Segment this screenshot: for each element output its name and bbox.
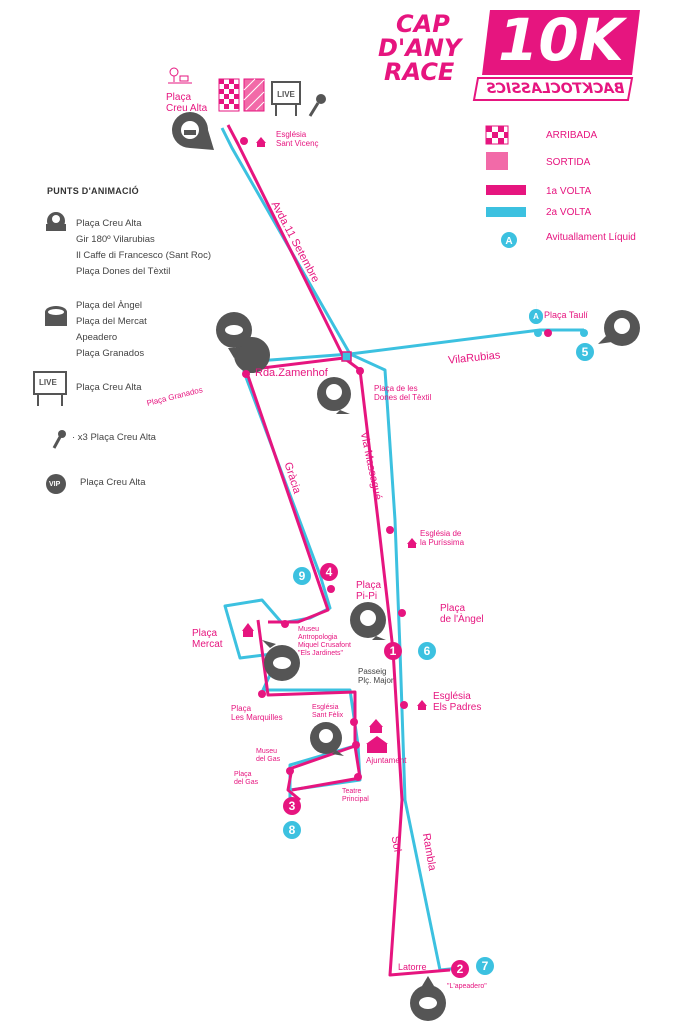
- km-marker-6: 6: [418, 642, 436, 660]
- place-museu-gas: Museu del Gas: [256, 748, 281, 763]
- km-marker-9: 9: [293, 567, 311, 585]
- animacio-dj-list: Plaça Creu Alta Gir 180º Vilarubias Il C…: [76, 216, 211, 280]
- place-sant-felix: Església Sant Fèlix: [312, 704, 344, 719]
- place-dones-textil: Plaça de les Dones del Tèxtil: [374, 384, 432, 402]
- logo-cap: CAP: [396, 10, 450, 38]
- legend-live-icon: [33, 371, 67, 406]
- turnaround-marker: [341, 351, 352, 362]
- animacio-drum-item: Plaça Granados: [76, 348, 145, 359]
- town-hall-icon: [366, 736, 388, 753]
- place-museu-antropologia: Museu Antropologia Miquel Crusafont "Els…: [298, 626, 351, 657]
- dj-pin-tauli: [598, 310, 640, 346]
- km-marker-3: 3: [283, 797, 301, 815]
- place-angel: Plaça de l'Àngel: [440, 603, 484, 625]
- dj-pin-pipi: [350, 602, 386, 640]
- logo-race: RACE: [384, 58, 455, 86]
- km-marker-4: 4: [320, 563, 338, 581]
- legend-swatches: A: [485, 125, 526, 248]
- animacio-dj-item: Plaça Dones del Tèxtil: [76, 266, 171, 277]
- km-marker-5: 5: [576, 343, 594, 361]
- place-creu-alta: Plaça Creu Alta: [166, 92, 208, 114]
- blue-points: [534, 329, 588, 337]
- logo-dany: D'ANY: [378, 34, 462, 62]
- drum-pin-apeadero: [410, 976, 446, 1021]
- place-placa-gas: Plaça del Gas: [234, 771, 259, 786]
- place-apeadero: "L'apeadero": [447, 983, 487, 990]
- animacio-drum-list: Plaça del Àngel Plaça del Mercat Apeader…: [76, 298, 147, 362]
- route-volta-2: [220, 127, 584, 972]
- legend-arribada: ARRIBADA: [546, 130, 598, 141]
- place-sant-vicenc: Església Sant Vicenç: [276, 130, 319, 148]
- place-passeig-major: Passeig Plç. Major: [358, 667, 394, 685]
- legend-sortida: SORTIDA: [546, 157, 591, 168]
- avituallament-tauli: A: [529, 300, 544, 324]
- legend-dj-icon: [46, 212, 66, 231]
- place-padres: Església Els Padres: [433, 691, 482, 713]
- place-pi-pi: Plaça Pi-Pi: [356, 580, 382, 602]
- animacio-vip: Plaça Creu Alta: [80, 477, 146, 488]
- animacio-live-badge: LIVE: [39, 378, 57, 387]
- animacio-title: PUNTS D'ANIMACIÓ: [47, 186, 139, 196]
- logo-10k: 10K: [498, 6, 624, 74]
- park-icon: [168, 67, 192, 84]
- finish-line: [218, 78, 240, 112]
- animacio-mic: · x3 Plaça Creu Alta: [72, 432, 156, 443]
- animacio-dj-item: Gir 180º Vilarubias: [76, 234, 155, 245]
- km-marker-1: 1: [384, 642, 402, 660]
- legend-mic-icon: [52, 430, 66, 449]
- legend-vip-icon: [46, 474, 66, 494]
- drum-pin-mercat: [262, 640, 300, 681]
- logo-backtoclassics: BACKTOCLASSICS: [486, 81, 625, 97]
- dj-pin-sant-felix: [310, 722, 344, 756]
- live-screen-icon: LIVE: [271, 81, 301, 116]
- animacio-live: Plaça Creu Alta: [76, 382, 142, 393]
- legend-volta1: 1a VOLTA: [546, 186, 592, 197]
- legend-drum-icon: [45, 306, 67, 326]
- drum-pin-granados: [216, 312, 270, 374]
- km-marker-7: 7: [476, 957, 494, 975]
- logo-bg: [472, 10, 640, 101]
- svg-text:A: A: [505, 236, 512, 247]
- animacio-dj-item: Il Caffe di Francesco (Sant Roc): [76, 250, 211, 261]
- place-mercat: Plaça Mercat: [192, 628, 223, 650]
- km-marker-8: 8: [283, 821, 301, 839]
- route-volta-1: [226, 124, 451, 977]
- svg-text:LIVE: LIVE: [277, 90, 295, 99]
- animacio-dj-item: Plaça Creu Alta: [76, 218, 142, 229]
- animacio-drum-item: Apeadero: [76, 332, 118, 343]
- church-icons: [242, 137, 427, 733]
- street-sol: Sol: [388, 835, 404, 853]
- animacio-vip-badge: VIP: [49, 481, 61, 488]
- animacio-drum-item: Plaça del Mercat: [76, 316, 147, 327]
- svg-text:A: A: [533, 312, 539, 321]
- legend-avituallament: Avituallament Líquid: [546, 232, 636, 243]
- dj-pin-dones: [317, 377, 351, 414]
- street-latorre: Latorre: [398, 962, 427, 972]
- km-marker-2: 2: [451, 960, 469, 978]
- place-ajuntament: Ajuntament: [366, 756, 407, 765]
- place-purissima: Església de la Puríssima: [420, 529, 465, 547]
- route-points: [240, 137, 552, 781]
- legend-volta2: 2a VOLTA: [546, 207, 592, 218]
- animacio-drum-item: Plaça del Àngel: [76, 300, 143, 311]
- place-tauli: Plaça Taulí: [544, 310, 588, 320]
- street-zamenhof: Rda.Zamenhof: [255, 367, 328, 379]
- dj-pin-creu-alta: [172, 112, 214, 150]
- start-line: [243, 78, 265, 112]
- microphone-icon: [308, 94, 326, 117]
- place-marquilles: Plaça Les Marquilles: [231, 704, 283, 722]
- place-teatre: Teatre Principal: [342, 788, 369, 803]
